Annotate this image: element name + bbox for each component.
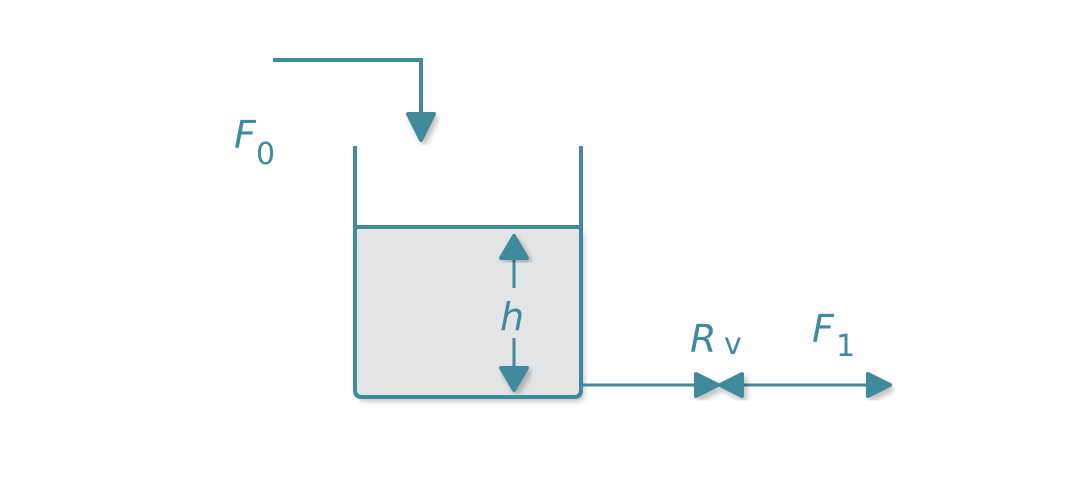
inflow-subscript: 0 (256, 137, 276, 172)
valve-icon (694, 372, 744, 398)
outflow-symbol: F (812, 307, 834, 351)
inflow-symbol: F (234, 113, 256, 157)
valve-subscript: v (724, 327, 742, 362)
level-label: h (500, 298, 524, 336)
tank-liquid (355, 227, 581, 397)
level-symbol: h (500, 295, 525, 339)
tank-walls (353, 146, 583, 399)
inflow-arrow-icon (406, 112, 436, 142)
inflow-pipe (273, 58, 423, 118)
height-arrow-up-icon (499, 234, 529, 260)
outflow-subscript: 1 (836, 329, 856, 364)
valve-symbol: R (690, 317, 717, 361)
height-arrow-down-icon (499, 366, 529, 392)
outflow-arrow-icon (866, 372, 892, 398)
